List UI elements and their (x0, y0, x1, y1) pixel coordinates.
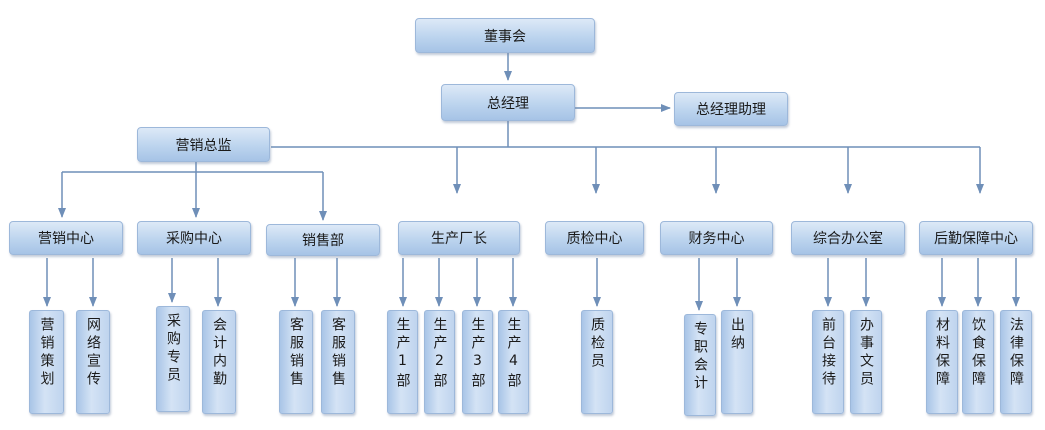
role-box: 网络宣传 (76, 310, 110, 414)
role-box: 生产2部 (424, 310, 455, 414)
dept-marketing-center: 营销中心 (9, 221, 123, 255)
role-box: 客服销售 (279, 310, 313, 414)
role-label: 出纳 (729, 317, 745, 353)
role-label: 营销策划 (38, 317, 55, 389)
role-box: 采购专员 (156, 306, 190, 412)
role-box: 饮食保障 (962, 310, 994, 414)
dept-procurement-center: 采购中心 (137, 221, 251, 255)
role-box: 材料保障 (926, 310, 958, 414)
gm-assistant-node: 总经理助理 (674, 92, 788, 126)
role-label: 前台接待 (820, 317, 836, 389)
role-box: 前台接待 (812, 310, 844, 414)
dept-production-director: 生产厂长 (398, 221, 520, 255)
role-box: 客服销售 (321, 310, 355, 414)
dept-sales: 销售部 (266, 224, 380, 256)
role-label: 网络宣传 (85, 317, 101, 389)
role-label: 生产4部 (505, 317, 522, 391)
role-label: 会计内勤 (211, 317, 227, 389)
role-label: 生产3部 (469, 317, 486, 391)
role-label: 客服销售 (330, 317, 346, 389)
marketing-director-node: 营销总监 (137, 127, 270, 162)
role-box: 质检员 (581, 310, 613, 414)
role-box: 营销策划 (29, 310, 64, 414)
role-box: 会计内勤 (202, 310, 236, 414)
dept-logistics-center: 后勤保障中心 (919, 221, 1033, 255)
general-manager-node: 总经理 (441, 84, 575, 121)
role-box: 办事文员 (850, 310, 882, 414)
role-box: 生产1部 (387, 310, 418, 414)
role-box: 出纳 (721, 310, 753, 414)
dept-finance-center: 财务中心 (660, 221, 773, 255)
role-label: 饮食保障 (970, 317, 986, 389)
board-node: 董事会 (415, 18, 595, 53)
role-label: 客服销售 (288, 317, 304, 389)
role-box: 专职会计 (684, 314, 716, 416)
role-label: 质检员 (589, 317, 605, 371)
role-label: 生产1部 (394, 317, 411, 391)
role-label: 生产2部 (431, 317, 448, 391)
role-box: 生产3部 (462, 310, 493, 414)
dept-general-office: 综合办公室 (791, 221, 905, 255)
role-label: 法律保障 (1008, 317, 1024, 389)
dept-qc-center: 质检中心 (545, 221, 644, 255)
role-label: 材料保障 (934, 317, 950, 389)
role-box: 法律保障 (1000, 310, 1032, 414)
role-label: 办事文员 (858, 317, 874, 389)
role-label: 采购专员 (165, 313, 181, 385)
role-box: 生产4部 (498, 310, 529, 414)
role-label: 专职会计 (692, 321, 708, 393)
